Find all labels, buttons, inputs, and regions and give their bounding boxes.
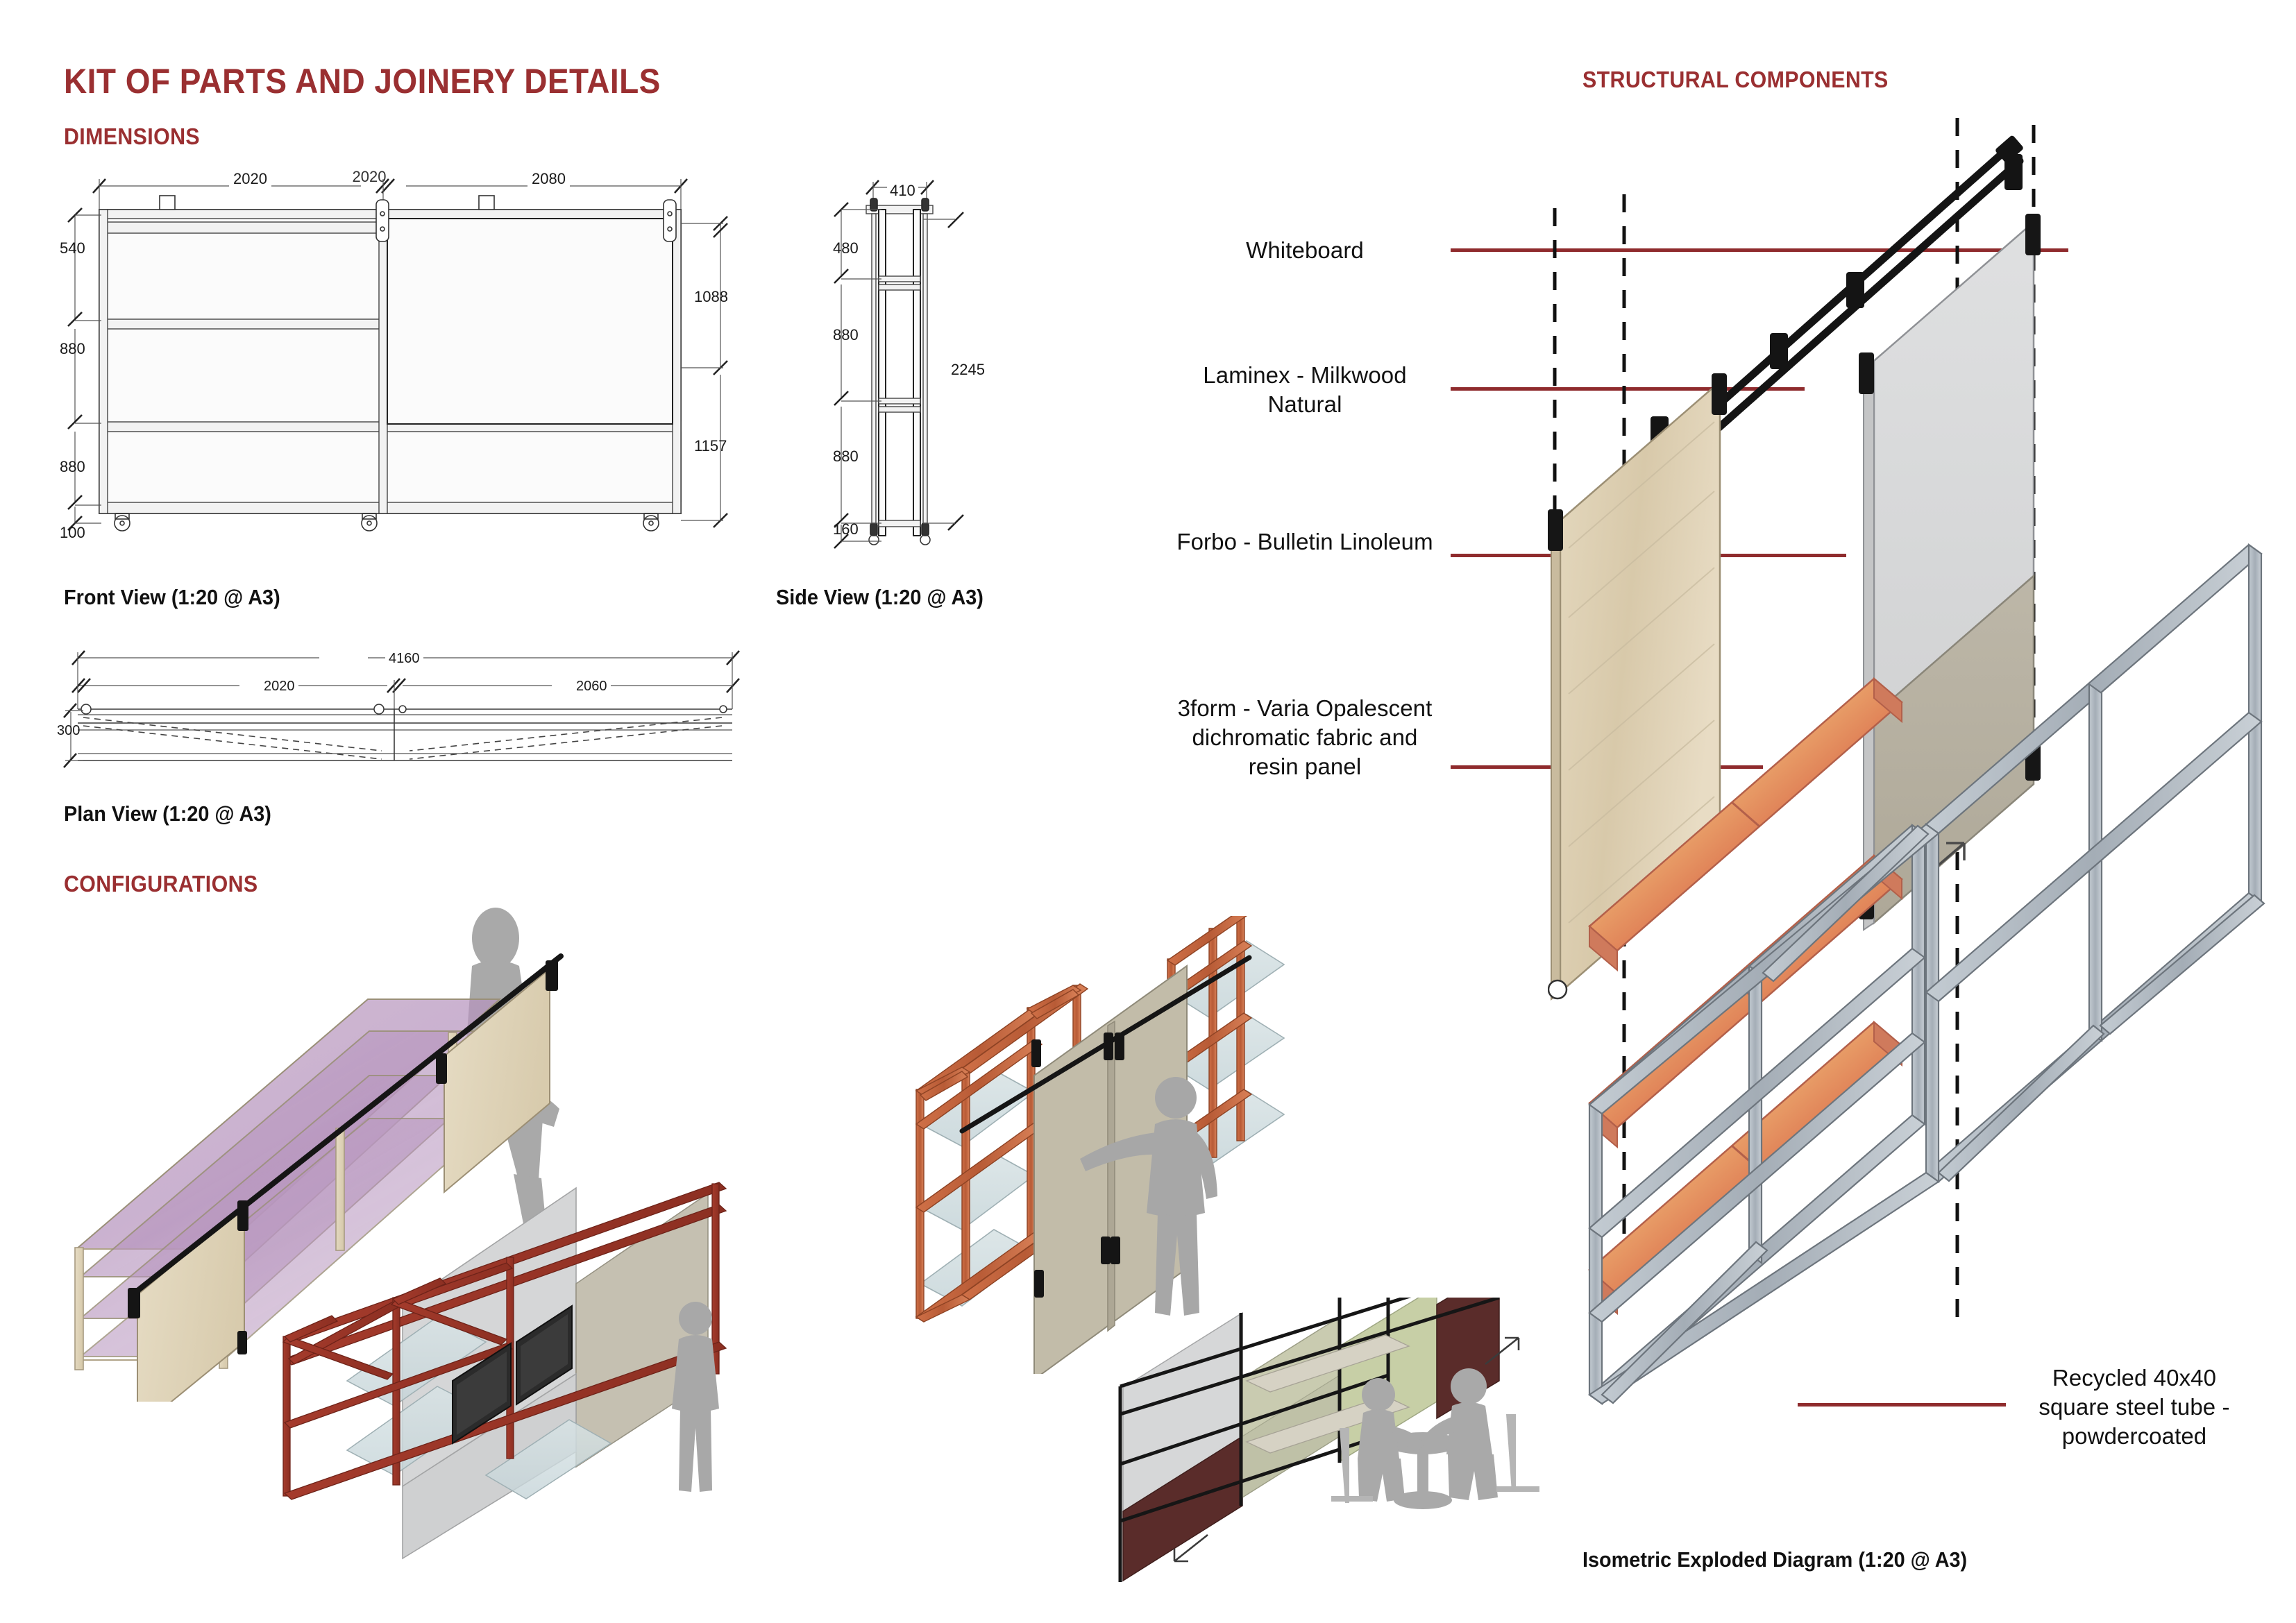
side-dim-overall: 2245 (951, 361, 985, 378)
side-dim-4: 160 (833, 520, 859, 538)
callout-leader-laminex (1451, 387, 1805, 391)
side-dim-1: 480 (833, 239, 859, 257)
plan-dim-span-2: 2060 (573, 679, 611, 695)
side-dim-3: 880 (833, 448, 859, 465)
isometric-caption: Isometric Exploded Diagram (1:20 @ A3) (1582, 1547, 1968, 1572)
section-heading-structural: STRUCTURAL COMPONENTS (1582, 67, 1889, 92)
plan-dim-depth: 300 (57, 723, 81, 738)
front-dim-left-1: 540 (60, 239, 85, 257)
human-figure (1080, 1077, 1217, 1316)
front-dim-top-1: 2020 (229, 170, 271, 188)
svg-text:2020: 2020 (353, 168, 387, 185)
callout-leader-whiteboard (1451, 248, 2068, 252)
callout-laminex: Laminex - Milkwood Natural (1203, 362, 1407, 418)
front-view-drawing: 2020 2080 (56, 160, 757, 562)
front-dim-left-3: 880 (60, 458, 85, 475)
cafe-figures (1331, 1368, 1539, 1509)
front-dim-right-1: 1088 (694, 288, 728, 305)
plan-dim-overall: 4160 (385, 651, 423, 667)
configuration-render-3 (278, 1173, 833, 1561)
front-view-caption: Front View (1:20 @ A3) (64, 585, 280, 609)
plan-view-drawing (56, 645, 757, 770)
human-figure (672, 1302, 719, 1492)
callout-steel-tube: Recycled 40x40 square steel tube - powde… (2038, 1365, 2230, 1450)
section-heading-configurations: CONFIGURATIONS (64, 871, 258, 897)
callout-whiteboard: Whiteboard (1246, 237, 1364, 263)
plan-dim-span-1: 2020 (260, 679, 298, 695)
configuration-render-2 (895, 916, 1395, 1374)
front-dim-right-2: 1157 (694, 437, 727, 454)
configuration-render-1 (56, 902, 625, 1402)
steel-frame (1588, 543, 2265, 1406)
side-view-drawing (819, 160, 1055, 562)
resin-panel-1 (1588, 677, 1903, 972)
front-dim-top-2: 2080 (527, 170, 570, 188)
red-truss-frame (282, 1182, 727, 1500)
front-dim-left-2: 880 (60, 340, 85, 357)
monitor-screens (452, 1305, 573, 1445)
isometric-exploded-diagram (1548, 90, 2284, 1429)
section-heading-dimensions: DIMENSIONS (64, 124, 200, 149)
front-dim-left-4: 100 (60, 524, 85, 541)
configuration-render-4 (1111, 1298, 1596, 1596)
page-title: KIT OF PARTS AND JOINERY DETAILS (64, 62, 661, 101)
callout-leader-steel-tube (1798, 1403, 2006, 1407)
callout-threeform: 3form - Varia Opalescent dichromatic fab… (1177, 695, 1433, 780)
side-dim-2: 880 (833, 326, 859, 343)
callout-forbo: Forbo - Bulletin Linoleum (1176, 529, 1433, 554)
side-view-caption: Side View (1:20 @ A3) (776, 585, 984, 609)
side-dim-width: 410 (887, 182, 918, 200)
plan-view-caption: Plan View (1:20 @ A3) (64, 801, 271, 826)
